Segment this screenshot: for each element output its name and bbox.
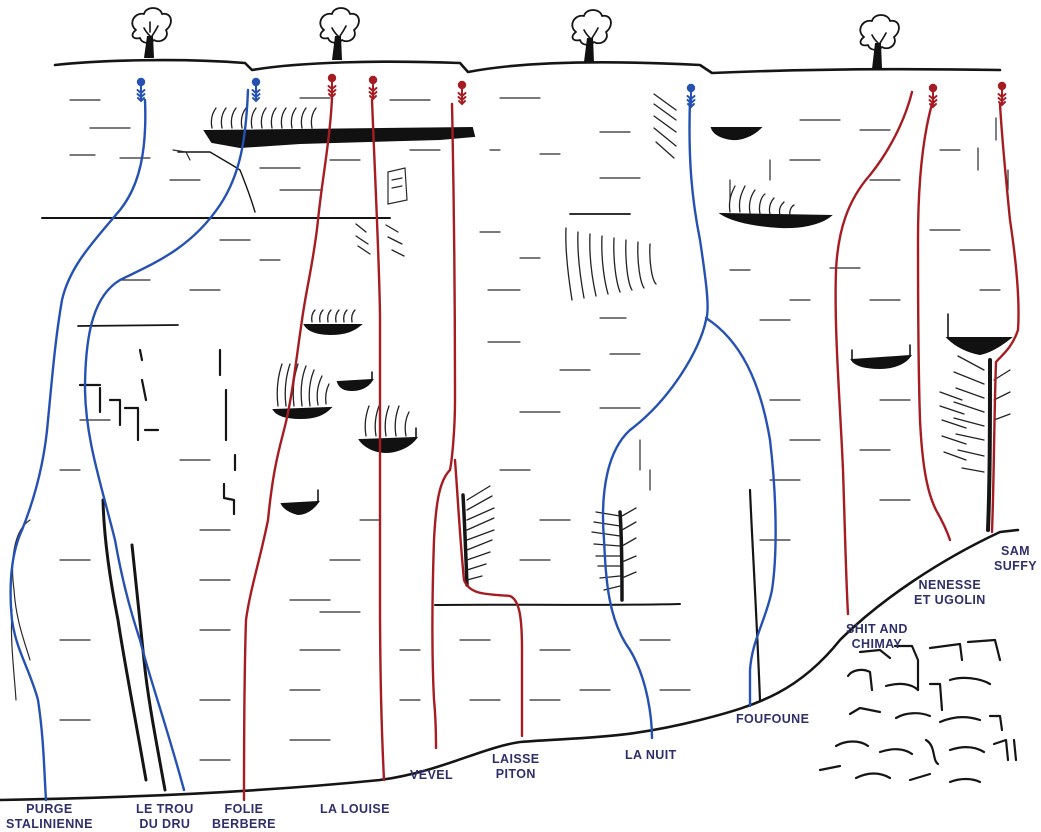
route-name-line1: FOUFOUNE bbox=[736, 712, 810, 726]
route-name-line1: NENESSE bbox=[918, 578, 982, 592]
route-name-line1: SAM bbox=[1001, 544, 1030, 558]
tree-icon bbox=[571, 9, 612, 62]
route-name-line1: VEVEL bbox=[410, 768, 453, 782]
overhang bbox=[945, 337, 1013, 356]
overhang bbox=[336, 378, 374, 392]
route-line-purge-stalinienne[interactable] bbox=[9, 98, 147, 802]
boulder-field bbox=[818, 638, 1018, 784]
overhang bbox=[850, 354, 912, 370]
route-name-line1: LA NUIT bbox=[625, 748, 677, 762]
roof-hatching bbox=[728, 185, 795, 216]
ledge-line bbox=[77, 324, 179, 327]
roof-band bbox=[203, 126, 476, 149]
overhang bbox=[280, 500, 320, 516]
roof-hatching bbox=[364, 405, 410, 437]
dihedral-line bbox=[986, 358, 992, 532]
route-name-line1: SHIT AND bbox=[846, 622, 908, 636]
crack-line bbox=[172, 149, 191, 161]
crack-line bbox=[177, 151, 256, 213]
ledge-line bbox=[434, 603, 681, 606]
route-line-laisse-piton[interactable] bbox=[453, 458, 524, 738]
ground-line bbox=[0, 528, 1020, 802]
slab-hatching bbox=[565, 227, 657, 301]
overhang bbox=[718, 212, 833, 229]
route-name-line2: ET UGOLIN bbox=[914, 593, 986, 607]
route-name-line2: CHIMAY bbox=[851, 637, 903, 651]
tree-icon bbox=[859, 14, 900, 69]
belay-anchor-icon bbox=[327, 73, 337, 99]
overhang bbox=[710, 127, 763, 141]
belay-anchor-icon bbox=[997, 81, 1007, 107]
route-label-nenesse-et-ugolin[interactable]: NENESSE ET UGOLIN bbox=[914, 578, 986, 608]
route-label-foufoune[interactable]: FOUFOUNE bbox=[736, 712, 809, 727]
route-label-folie-berbere[interactable]: FOLIE BERBERE bbox=[212, 802, 276, 832]
ledge-line bbox=[41, 216, 391, 220]
route-name-line2: PITON bbox=[495, 767, 536, 781]
roof-hatching bbox=[210, 107, 317, 129]
overhang bbox=[272, 406, 333, 420]
route-name-line1: LAISSE bbox=[492, 752, 540, 766]
roof-hatching bbox=[276, 363, 330, 407]
crack-lines bbox=[101, 498, 167, 792]
overhang bbox=[303, 324, 363, 336]
route-name-line2: DU DRU bbox=[139, 817, 191, 831]
route-label-la-louise[interactable]: LA LOUISE bbox=[320, 802, 390, 817]
overhang bbox=[358, 436, 419, 454]
route-label-vevel[interactable]: VEVEL bbox=[410, 768, 453, 783]
slab-hatching bbox=[355, 93, 677, 257]
route-line-nenesse-et-ugolin[interactable] bbox=[916, 102, 952, 542]
route-line-sam-suffy[interactable] bbox=[990, 102, 1020, 534]
belay-anchor-icon bbox=[928, 83, 938, 109]
belay-anchor-icon bbox=[368, 75, 378, 101]
route-name-line2: BERBERE bbox=[212, 817, 276, 831]
route-name-line1: FOLIE bbox=[224, 802, 264, 816]
wall-left-edge bbox=[11, 519, 31, 661]
belay-anchor-icon bbox=[457, 80, 467, 106]
route-line-vevel[interactable] bbox=[431, 102, 457, 750]
route-name-line2: STALINIENNE bbox=[6, 817, 93, 831]
belay-anchor-icon bbox=[251, 77, 261, 103]
roof-hatching bbox=[311, 309, 356, 323]
route-label-shit-and-chimay[interactable]: SHIT AND CHIMAY bbox=[846, 622, 908, 652]
route-label-laisse-piton[interactable]: LAISSE PITON bbox=[492, 752, 540, 782]
route-label-sam-suffy[interactable]: SAM SUFFY bbox=[994, 544, 1037, 574]
dihedral-line bbox=[461, 493, 469, 587]
cliff-top-edge bbox=[53, 58, 1002, 75]
tree-icon bbox=[131, 7, 172, 58]
route-label-le-trou-du-dru[interactable]: LE TROU DU DRU bbox=[136, 802, 194, 832]
route-line-la-louise[interactable] bbox=[370, 98, 386, 782]
route-line-la-nuit[interactable] bbox=[601, 98, 709, 740]
tree-icon bbox=[319, 7, 360, 60]
route-line-foufoune[interactable] bbox=[704, 316, 777, 708]
belay-anchor-icon bbox=[686, 83, 696, 109]
belay-anchor-icon bbox=[136, 77, 146, 103]
route-line-folie-berbere[interactable] bbox=[242, 96, 334, 802]
route-name-line2: SUFFY bbox=[994, 559, 1037, 573]
route-name-line1: LA LOUISE bbox=[320, 802, 390, 816]
route-line-le-trou-du-dru[interactable] bbox=[83, 88, 250, 792]
wall-texture bbox=[59, 97, 1001, 761]
route-name-line1: PURGE bbox=[26, 802, 73, 816]
route-line-shit-and-chimay[interactable] bbox=[834, 90, 914, 616]
route-label-purge-stalinienne[interactable]: PURGE STALINIENNE bbox=[6, 802, 93, 832]
route-name-line1: LE TROU bbox=[136, 802, 194, 816]
dihedral-line bbox=[618, 510, 624, 602]
route-label-la-nuit[interactable]: LA NUIT bbox=[625, 748, 677, 763]
